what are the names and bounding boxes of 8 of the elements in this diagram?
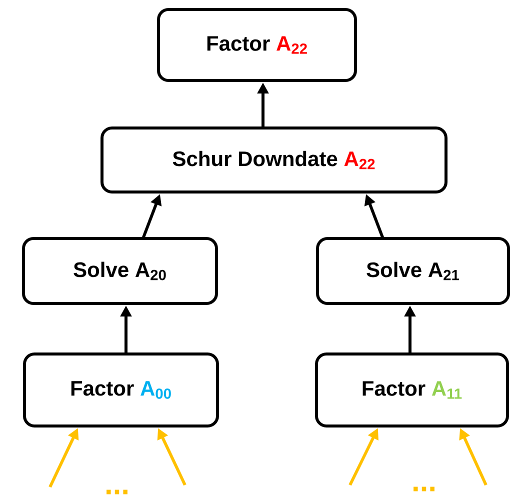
task-box: Schur Downdate A$_{22}$ [100, 126, 448, 194]
task-box: Factor A$_{00}$ [23, 352, 219, 428]
ellipsis-label: ... [106, 490, 128, 494]
ellipsis-label: ... [414, 486, 434, 492]
task-box: Factor A$_{22}$ [157, 8, 357, 82]
task-box: Solve A$_{20}$ [22, 237, 218, 305]
task-box: Solve A$_{21}$ [316, 237, 510, 305]
task-box: Factor A$_{11}$ [315, 352, 509, 428]
